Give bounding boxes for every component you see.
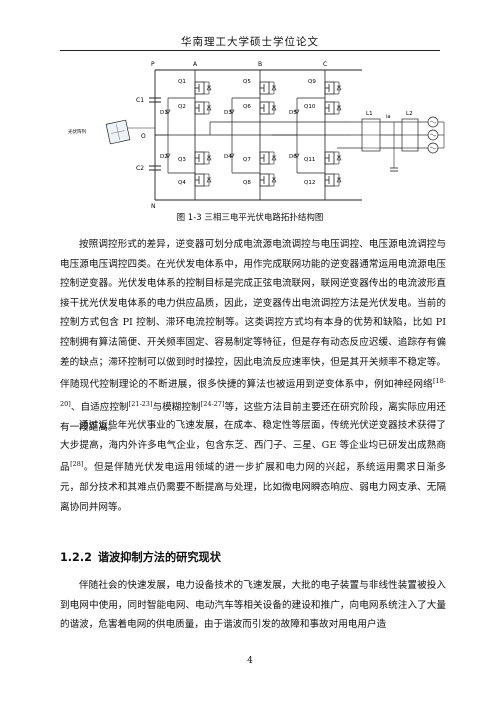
citation: [28]: [70, 460, 84, 469]
label-q4: Q4: [178, 180, 186, 186]
citation: [24-27]: [200, 399, 225, 408]
label-c: C: [323, 61, 327, 68]
label-pv: 光伏阵列: [68, 128, 86, 135]
label-d1: D1: [160, 110, 168, 116]
label-c2: C2: [136, 165, 144, 172]
label-q9: Q9: [308, 79, 316, 85]
label-l2: L2: [406, 111, 413, 117]
label-d6: D6: [289, 154, 297, 160]
inductor-l2: [401, 118, 419, 152]
grid-source-icon: [427, 116, 445, 154]
section-heading: 1.2.2 谐波抑制方法的研究现状: [60, 549, 221, 565]
section-title: 谐波抑制方法的研究现状: [97, 551, 221, 564]
label-d3: D3: [224, 110, 232, 116]
label-d2: D2: [160, 154, 168, 160]
label-q1: Q1: [178, 79, 186, 85]
paragraph-3: 伴随社会的快速发展，电力设备技术的飞速发展，大批的电子装置与非线性装置被投入到电…: [60, 580, 446, 631]
label-a: A: [193, 61, 198, 68]
citation: [21-23]: [128, 399, 153, 408]
label-q7: Q7: [243, 157, 251, 163]
label-q12: Q12: [304, 180, 315, 186]
header-rule: [60, 50, 440, 51]
circuit-diagram: P N O C1 C2 光伏阵列 A B C Q1 Q2 Q3 Q4 Q5 Q6…: [68, 61, 445, 208]
label-b: B: [258, 61, 262, 68]
label-q2: Q2: [178, 104, 186, 110]
figure-caption: 图 1-3 三相三电平光伏电路拓扑结构图: [176, 213, 324, 223]
label-q6: Q6: [243, 104, 251, 110]
label-n: N: [151, 203, 156, 208]
label-q10: Q10: [304, 104, 316, 110]
section-number: 1.2.2: [60, 551, 92, 564]
label-c1: C1: [136, 97, 144, 104]
label-d5: D5: [289, 110, 297, 116]
label-q8: Q8: [243, 180, 251, 186]
paragraph-2: 通过近些年光伏事业的飞速发展，在成本、稳定性等层面，传统光伏逆变器技术获得了大步…: [60, 420, 447, 513]
running-header: 华南理工大学硕士学位论文: [181, 36, 319, 48]
label-d4: D4: [224, 154, 232, 160]
paragraph-1: 按照调控形式的差异，逆变器可划分成电流源电流调控与电压调控、电压源电流调控与电压…: [60, 239, 447, 433]
label-o: O: [141, 133, 146, 140]
inductor-l1: [361, 118, 381, 152]
label-p: P: [151, 61, 155, 68]
citation: [18-20]: [60, 377, 446, 408]
label-ia: ia: [386, 114, 390, 120]
label-l1: L1: [366, 111, 373, 117]
label-q11: Q11: [304, 157, 315, 163]
page-number: 4: [247, 656, 253, 666]
label-q5: Q5: [243, 79, 251, 85]
pv-array-icon: [105, 119, 155, 145]
label-q3: Q3: [178, 157, 186, 163]
